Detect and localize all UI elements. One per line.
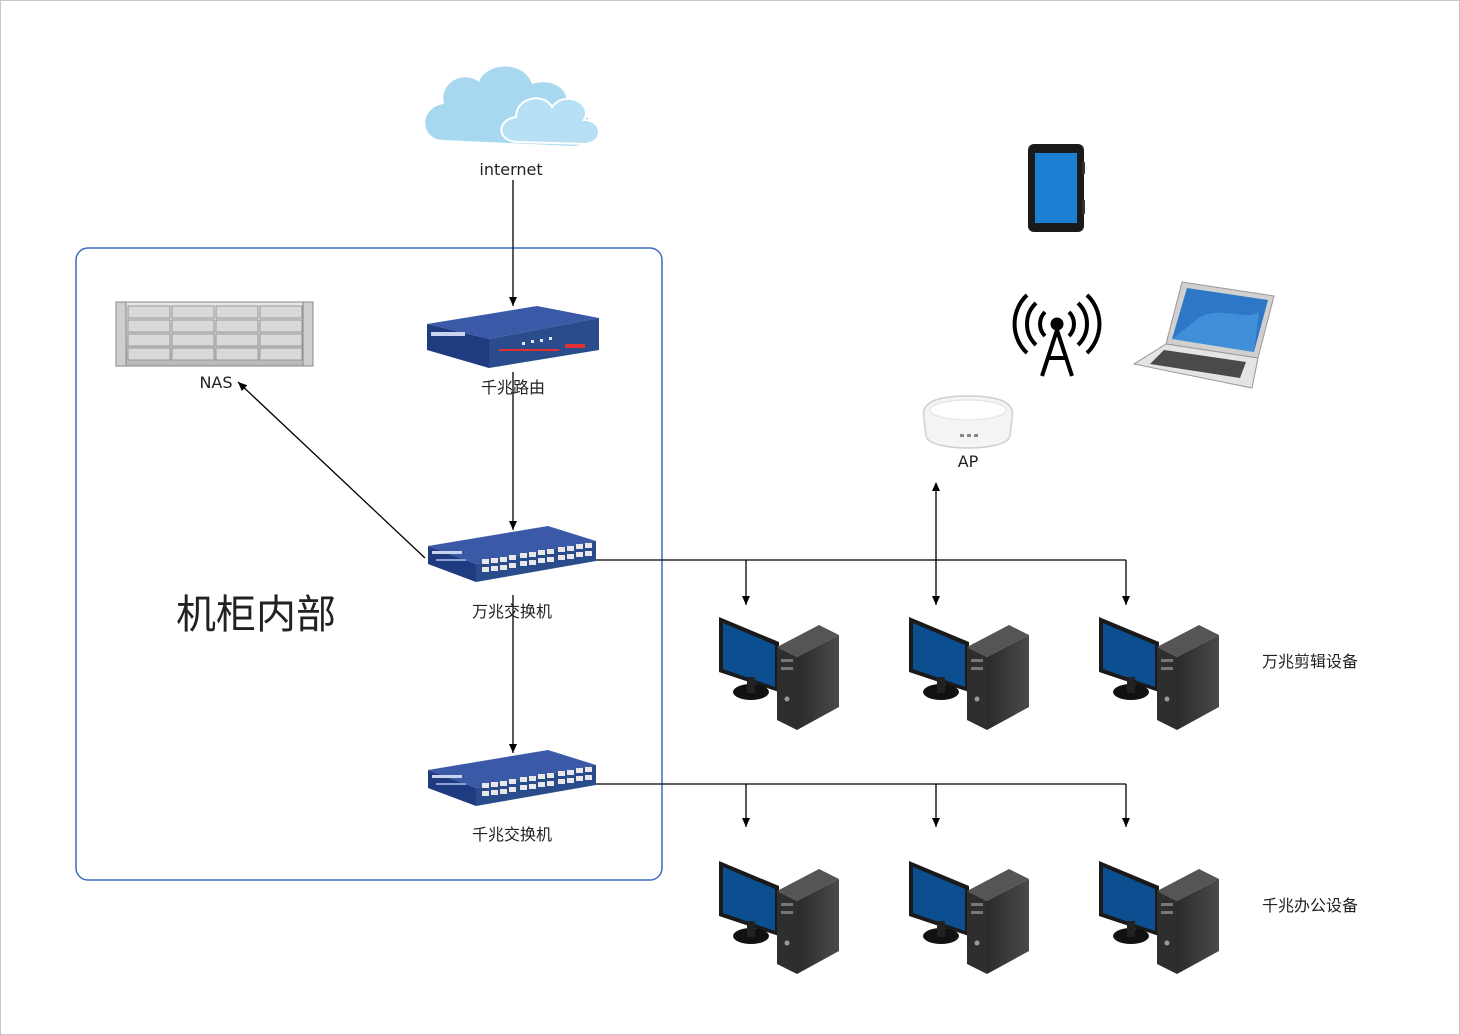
wireless-antenna-icon: [1012, 293, 1102, 377]
10g-switch-to-nas-link: [237, 381, 426, 559]
cabinet-boundary: [75, 247, 663, 881]
ap-label: AP: [957, 452, 979, 471]
1g-pc-3-icon: [1099, 861, 1219, 974]
cabinet-title: 机柜内部: [176, 592, 336, 638]
10g-pc-1-icon: [719, 617, 839, 730]
10g-pc-3-icon: [1099, 617, 1219, 730]
10g-group-label: 万兆剪辑设备: [1262, 652, 1359, 671]
10g-pc-2-icon: [909, 617, 1029, 730]
tablet-icon: [1028, 144, 1085, 232]
1g-pc-2-icon: [909, 861, 1029, 974]
1g-group-label: 千兆办公设备: [1262, 896, 1359, 915]
laptop-icon: [1132, 281, 1275, 389]
1g-switch-icon: [428, 750, 596, 806]
nas-storage-icon: [115, 301, 314, 367]
internet-label: internet: [479, 160, 543, 179]
access-point-icon: [922, 395, 1014, 449]
router-label: 千兆路由: [480, 378, 546, 397]
nas-label: NAS: [199, 373, 233, 392]
cloud-icon: [425, 66, 600, 146]
10g-switch-label: 万兆交换机: [471, 602, 553, 621]
connectors: [237, 180, 1130, 827]
router-icon: [427, 306, 599, 368]
1g-switch-label: 千兆交换机: [471, 825, 553, 844]
10g-switch-icon: [428, 526, 596, 582]
1g-pc-1-icon: [719, 861, 839, 974]
